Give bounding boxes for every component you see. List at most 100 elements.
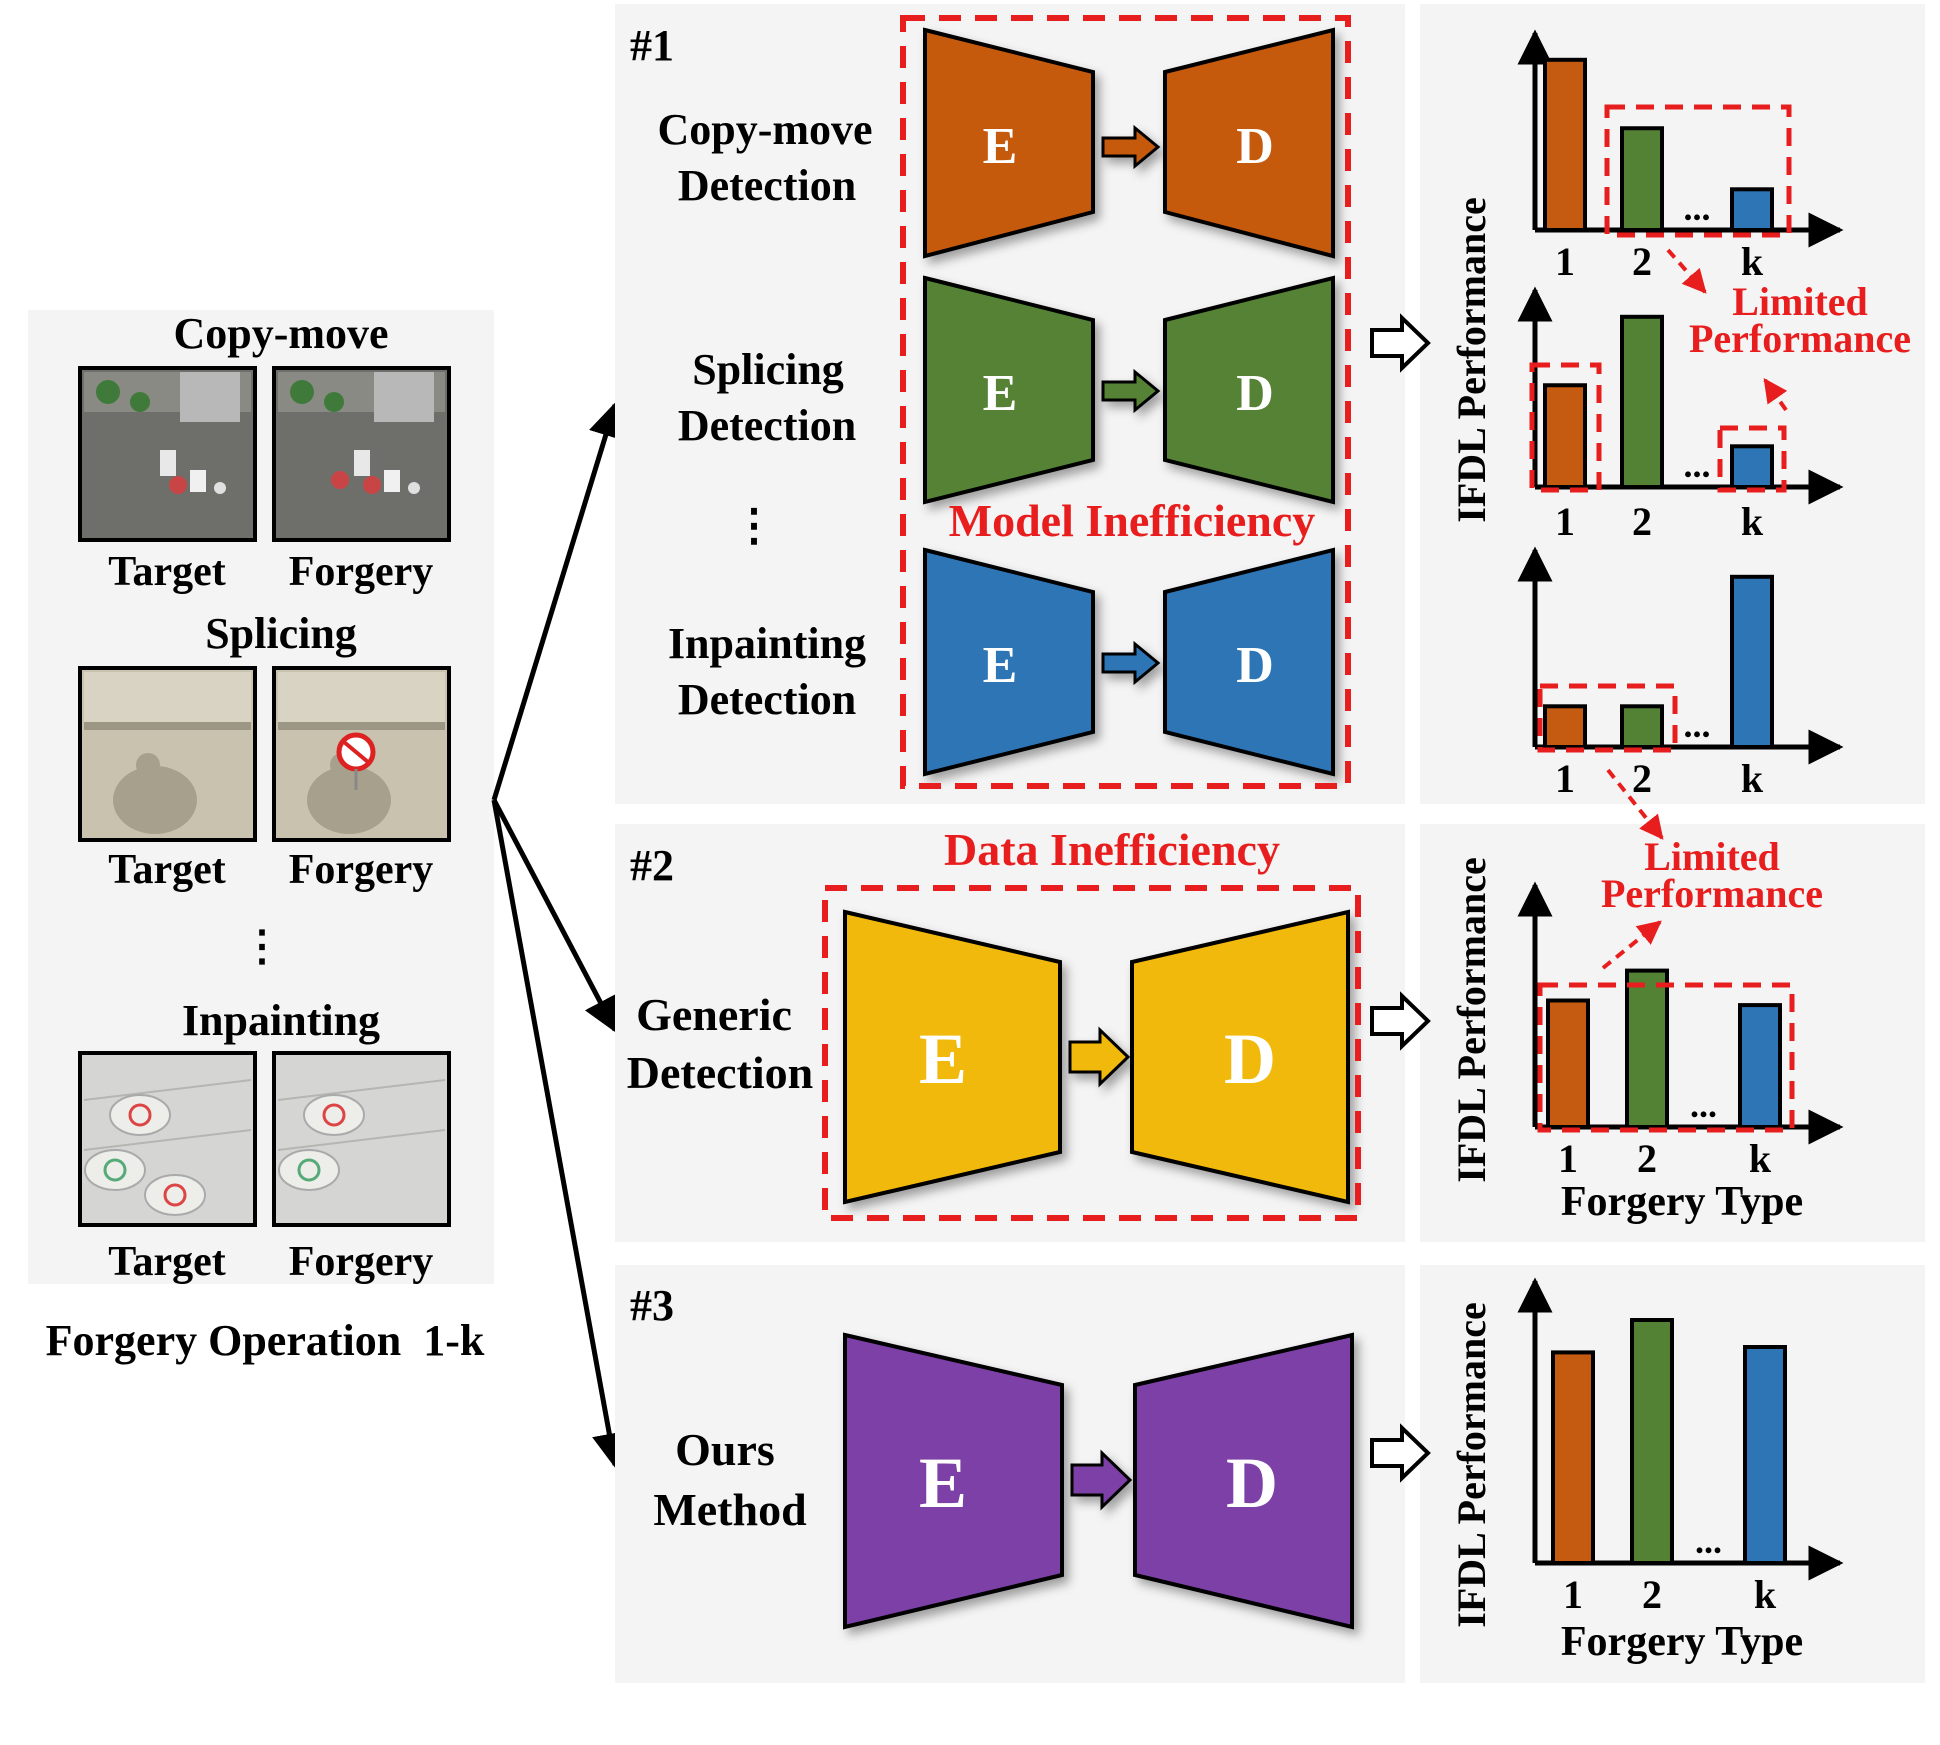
ours-encoder-label: E: [919, 1443, 967, 1523]
chart-bar: [1543, 704, 1587, 749]
splicing-decoder-label: D: [1236, 365, 1274, 422]
splicing-encoder-label: E: [983, 365, 1018, 422]
splicing-forgery-image: [272, 666, 451, 842]
copy-move-detection-line1: Copy-move: [657, 105, 872, 154]
chart-bar: [1620, 126, 1664, 232]
chart-tick-label: 2: [1637, 1136, 1657, 1181]
copy-move-model: [923, 27, 1335, 259]
chart-bar: [1743, 1345, 1787, 1565]
section3-id: #3: [630, 1281, 674, 1330]
encoder-shape: [843, 1332, 1064, 1630]
chart-bar: [1620, 704, 1664, 749]
inpainting-detection-line2: Detection: [678, 675, 856, 724]
chart-bar: [1543, 57, 1587, 232]
chart-tick-label: k: [1741, 756, 1764, 801]
chart-tick-label: 1: [1558, 1136, 1578, 1181]
splicing-target-label: Target: [108, 847, 225, 893]
encoder-shape: [923, 275, 1095, 505]
encoder-shape: [923, 547, 1095, 777]
left-ellipsis: ⋮: [241, 924, 283, 970]
chart-highlight-box: [1537, 683, 1678, 753]
chart-tick-label: 1: [1555, 239, 1575, 284]
chart-bar: [1546, 998, 1590, 1129]
limited-line2: Performance: [1689, 316, 1911, 361]
chart-bar: [1738, 1003, 1782, 1129]
arrow-icon: [1068, 1026, 1131, 1088]
chart-bar: [1730, 574, 1774, 749]
arrow-icon: [1101, 124, 1161, 170]
data-inefficiency-box: [822, 885, 1361, 1221]
chart-bar: [1551, 1350, 1595, 1566]
inpainting-forgery-label: Forgery: [289, 1239, 434, 1285]
ours-decoder-label: D: [1226, 1443, 1278, 1523]
section3-ylabel: IFDL Performance: [1449, 1302, 1494, 1627]
limited-line1: Limited: [1732, 279, 1868, 324]
data-inefficiency-note: Data Inefficiency: [944, 824, 1280, 875]
arrow-icon: [1070, 1449, 1133, 1511]
arrow-icon: [1101, 640, 1161, 686]
model-inefficiency-note: Model Inefficiency: [949, 495, 1316, 546]
section2-id: #2: [630, 841, 674, 890]
chart-highlight-box: [1529, 362, 1602, 493]
chart-tick-label: 1: [1555, 499, 1575, 544]
limited-performance-note-1: Limited Performance: [1666, 248, 1911, 412]
splicing-target-image: [78, 666, 257, 842]
section1-id: #1: [630, 21, 674, 70]
section1-ylabel: IFDL Performance: [1449, 197, 1494, 522]
decoder-shape: [1163, 275, 1335, 505]
output-arrow-icon: [1370, 1423, 1431, 1483]
chart-ellipsis: ...: [1690, 1085, 1717, 1125]
model-inefficiency-box: [900, 15, 1351, 789]
chart-tick-label: 2: [1632, 499, 1652, 544]
chart-tick-label: 2: [1632, 239, 1652, 284]
arrow-icon: [1101, 368, 1161, 414]
chart-tick-label: k: [1749, 1136, 1772, 1181]
chart-ellipsis: ...: [1684, 188, 1711, 228]
chart-ellipsis: ...: [1684, 705, 1711, 745]
chart-highlight-box: [1537, 982, 1795, 1133]
limited-line1: Limited: [1644, 834, 1780, 879]
chart-bar: [1625, 968, 1669, 1129]
copy-move-decoder-label: D: [1236, 118, 1274, 175]
copy-move-forgery-image: [272, 366, 451, 542]
encoder-shape: [843, 909, 1062, 1205]
branch-arrows: [491, 401, 627, 1469]
decoder-shape: [1130, 909, 1350, 1205]
chart-bar: [1543, 383, 1587, 489]
splicing-detection-line1: Splicing: [692, 345, 844, 394]
group-title-inpainting: Inpainting: [182, 996, 380, 1045]
left-caption: Forgery Operation 1-k: [46, 1316, 485, 1365]
section2-ylabel: IFDL Performance: [1449, 857, 1494, 1182]
generic-model: [843, 909, 1350, 1205]
generic-decoder-label: D: [1224, 1019, 1276, 1099]
forgery-examples-panel: Copy-move Target Forgery Spli: [28, 309, 494, 1365]
chart-ellipsis: ...: [1684, 445, 1711, 485]
section3: #3 Ours Method E D: [630, 1281, 1431, 1630]
decoder-shape: [1133, 1332, 1354, 1630]
splicing-model: [923, 275, 1335, 505]
chart-tick-label: k: [1741, 239, 1764, 284]
section2-xlabel: Forgery Type: [1561, 1179, 1803, 1225]
inpainting-encoder-label: E: [983, 637, 1018, 694]
chart-tick-label: 1: [1555, 756, 1575, 801]
section1-ellipsis: ⋮: [732, 501, 776, 550]
limited-line2: Performance: [1601, 871, 1823, 916]
generic-detection-line2: Detection: [627, 1047, 813, 1098]
copy-move-forgery-label: Forgery: [289, 549, 434, 595]
inpainting-target-label: Target: [108, 1239, 225, 1285]
chart-ellipsis: ...: [1695, 1521, 1722, 1561]
inpainting-model: [923, 547, 1335, 777]
ours-method-line1: Ours: [675, 1424, 775, 1475]
ours-model: [843, 1332, 1354, 1630]
generic-detection-line1: Generic: [636, 989, 792, 1040]
chart-tick-label: k: [1754, 1572, 1777, 1617]
chart-bar: [1620, 314, 1664, 489]
chart-bar: [1730, 444, 1774, 489]
copy-move-target-label: Target: [108, 549, 225, 595]
section2: #2 Data Inefficiency Generic Detection E…: [627, 824, 1431, 1221]
group-title-copy-move: Copy-move: [173, 309, 388, 358]
copy-move-encoder-label: E: [983, 118, 1018, 175]
